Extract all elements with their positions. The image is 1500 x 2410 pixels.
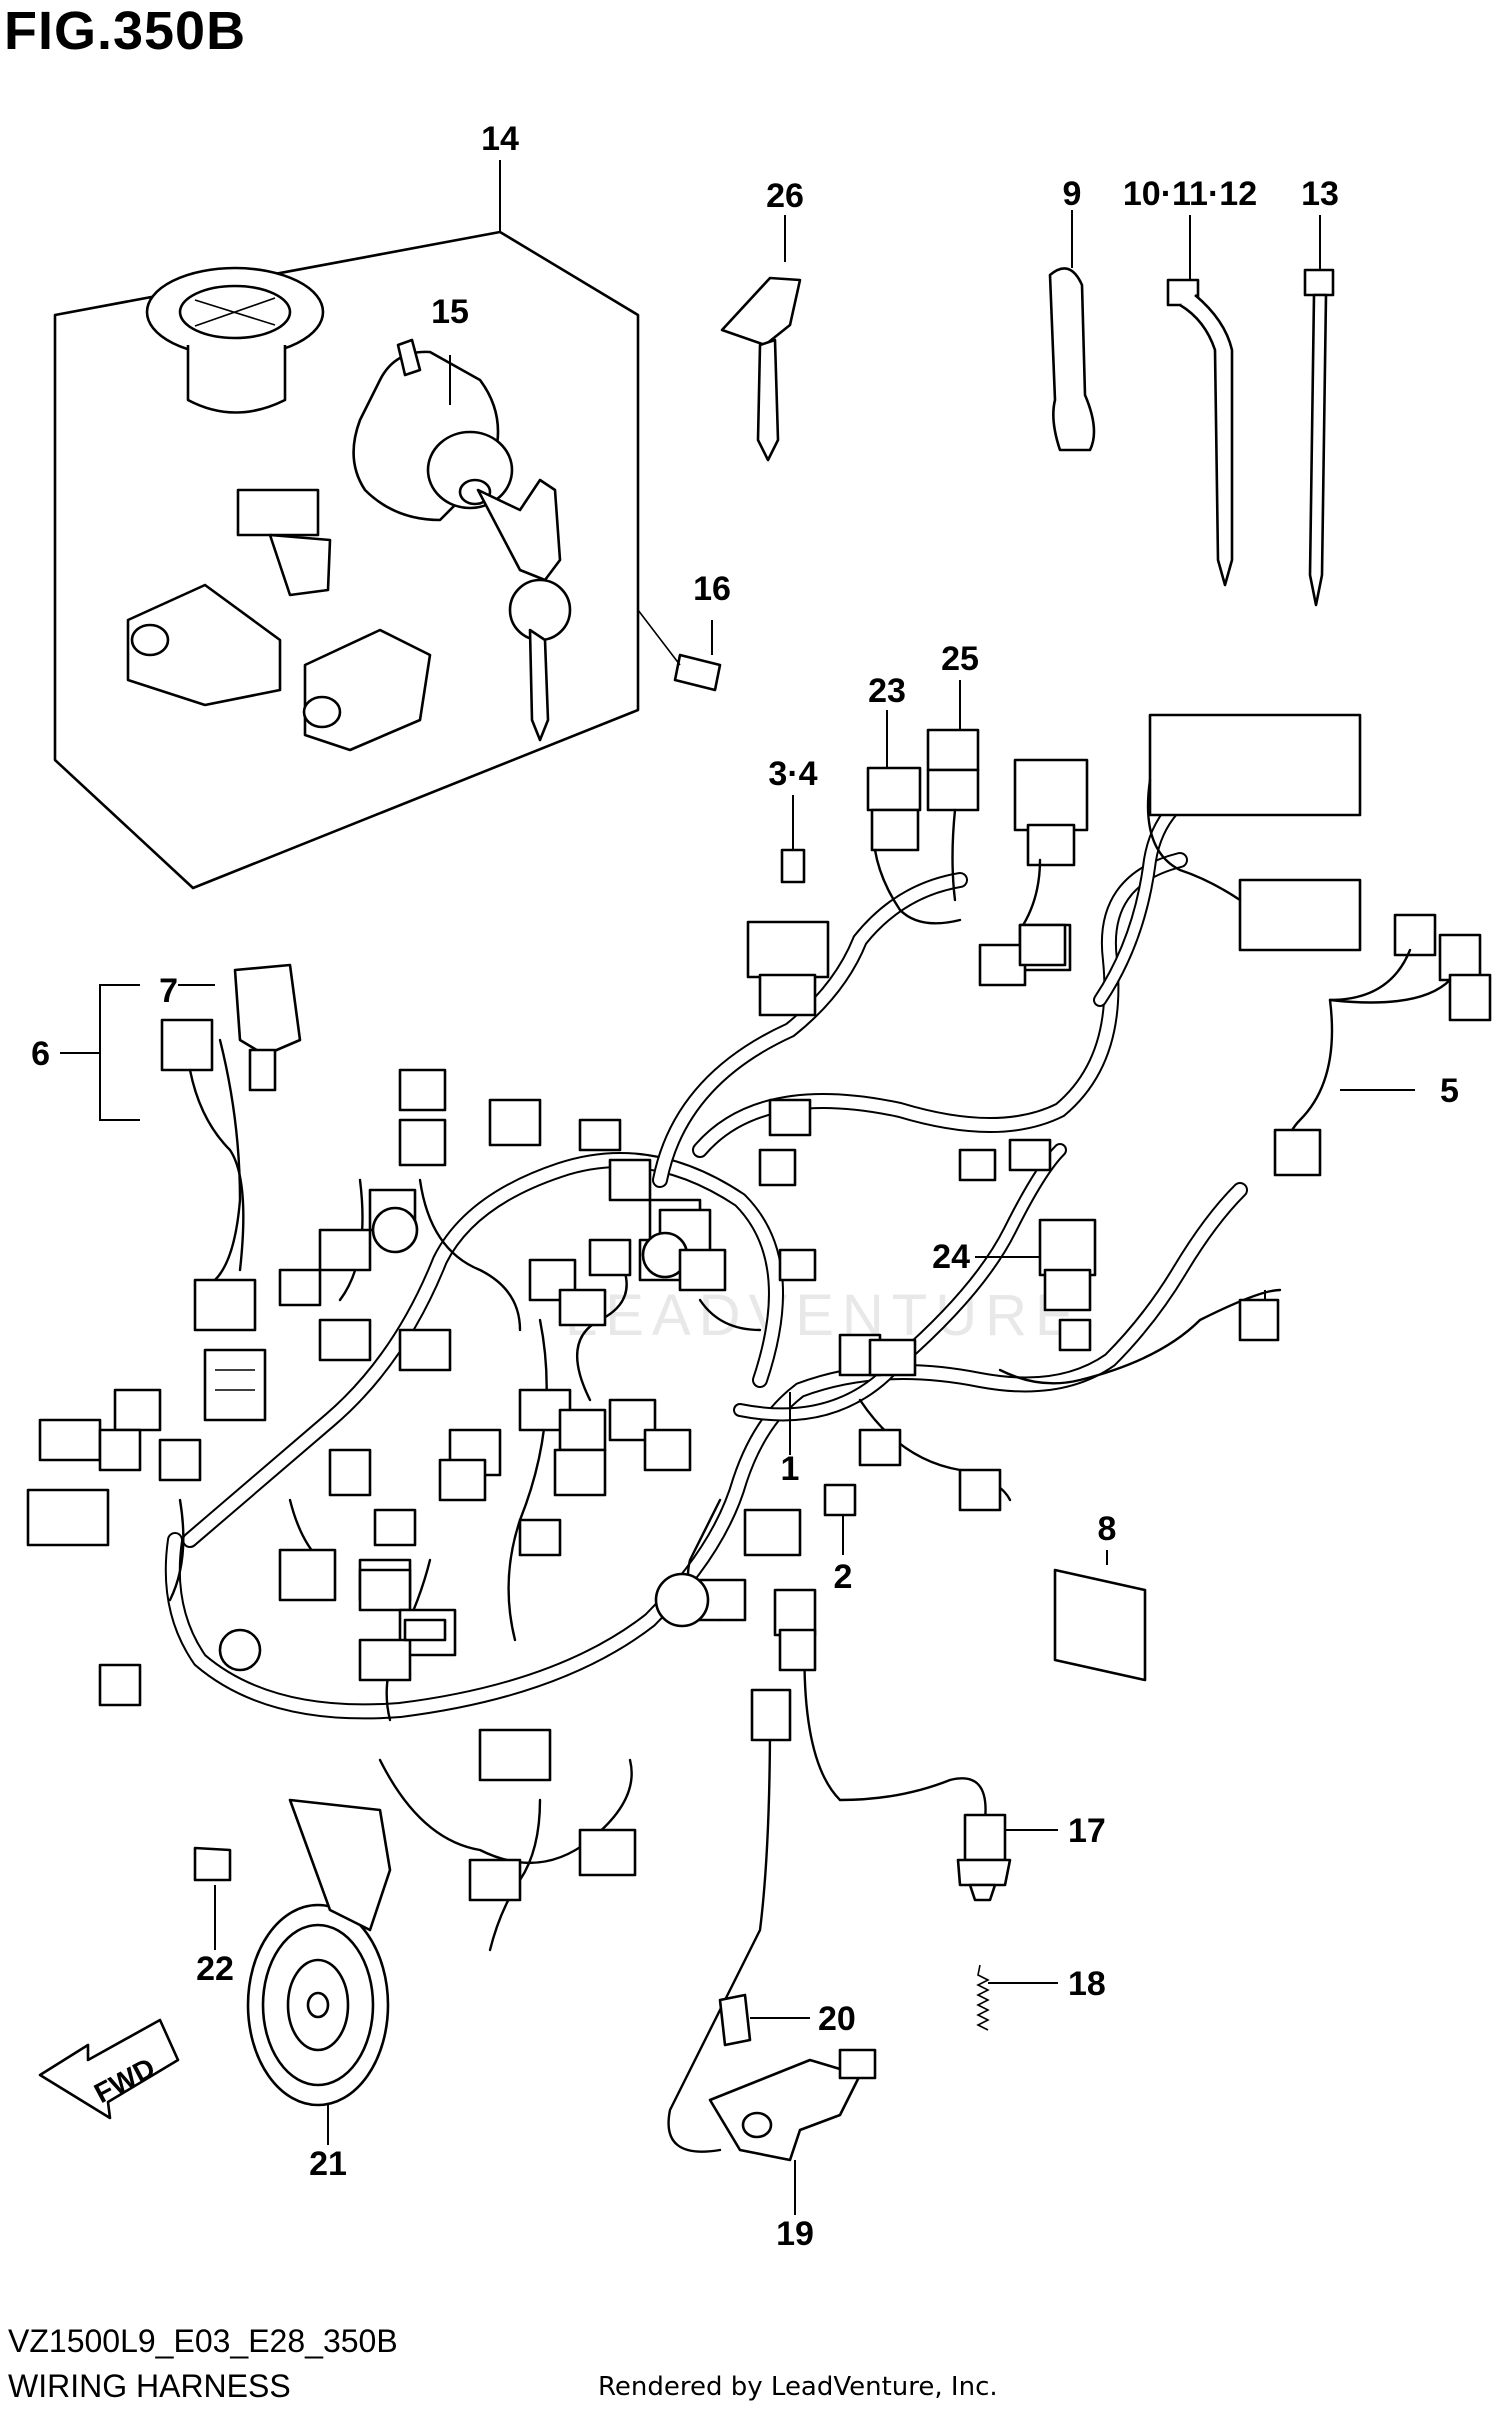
callout-10-11-12: 10·11·12 <box>1123 175 1257 213</box>
callout-6: 6 <box>31 1035 50 1073</box>
bolt-22 <box>193 1846 232 1950</box>
callout-15: 15 <box>431 293 469 331</box>
callout-21: 21 <box>309 2145 347 2183</box>
callout-25: 25 <box>941 640 979 678</box>
callout-1: 1 <box>781 1450 800 1488</box>
callout-22: 22 <box>196 1950 234 1988</box>
callout-labels: 14 15 16 26 9 10·11·12 13 23 25 3·4 7 6 … <box>31 120 1459 2253</box>
connector-2 <box>823 1483 857 1555</box>
callout-16: 16 <box>693 570 731 608</box>
callout-14: 14 <box>481 120 519 158</box>
key-26 <box>720 215 802 462</box>
callout-20: 20 <box>818 2000 856 2038</box>
callout-26: 26 <box>766 177 804 215</box>
sub-harness-5 <box>1273 913 1492 1177</box>
callout-13: 13 <box>1301 175 1339 213</box>
section-name: WIRING HARNESS <box>8 2368 291 2404</box>
callout-3-4: 3·4 <box>768 755 817 793</box>
leader-lines <box>449 355 1266 1455</box>
clamp-9 <box>1048 210 1096 452</box>
horn-21 <box>246 1798 392 2145</box>
callout-23: 23 <box>868 672 906 710</box>
forward-arrow: FWD <box>38 2018 180 2120</box>
upper-connectors <box>746 680 1362 1017</box>
callout-2: 2 <box>834 1558 853 1596</box>
callout-18: 18 <box>1068 1965 1106 2003</box>
cable-tie-10-11-12 <box>1166 215 1234 587</box>
cable-tie-13 <box>1303 215 1335 607</box>
figure-title: FIG.350B <box>4 1 247 61</box>
callout-7: 7 <box>159 972 178 1010</box>
harness-connectors <box>26 1068 1280 1902</box>
spring-18 <box>976 1964 1058 2031</box>
callout-19: 19 <box>776 2215 814 2253</box>
main-harness-1 <box>164 773 1282 1952</box>
sidestand-switch-19 <box>667 1688 877 2215</box>
ignition-kit-box <box>53 160 640 890</box>
label-plate-8 <box>1053 1550 1147 1682</box>
callout-5: 5 <box>1440 1072 1459 1110</box>
model-code: VZ1500L9_E03_E28_350B <box>8 2323 398 2359</box>
callout-17: 17 <box>1068 1812 1106 1850</box>
connector-24 <box>975 1218 1097 1312</box>
neutral-switch-17 <box>773 1588 1058 1902</box>
bolt-16 <box>637 609 722 692</box>
watermark-text: LEADVENTURE <box>565 1283 1082 1348</box>
sub-harness-6 <box>60 963 302 1272</box>
callout-8: 8 <box>1098 1510 1117 1548</box>
callout-24: 24 <box>932 1238 970 1276</box>
render-credit: Rendered by LeadVenture, Inc. <box>598 2372 998 2402</box>
callout-9: 9 <box>1063 175 1082 213</box>
